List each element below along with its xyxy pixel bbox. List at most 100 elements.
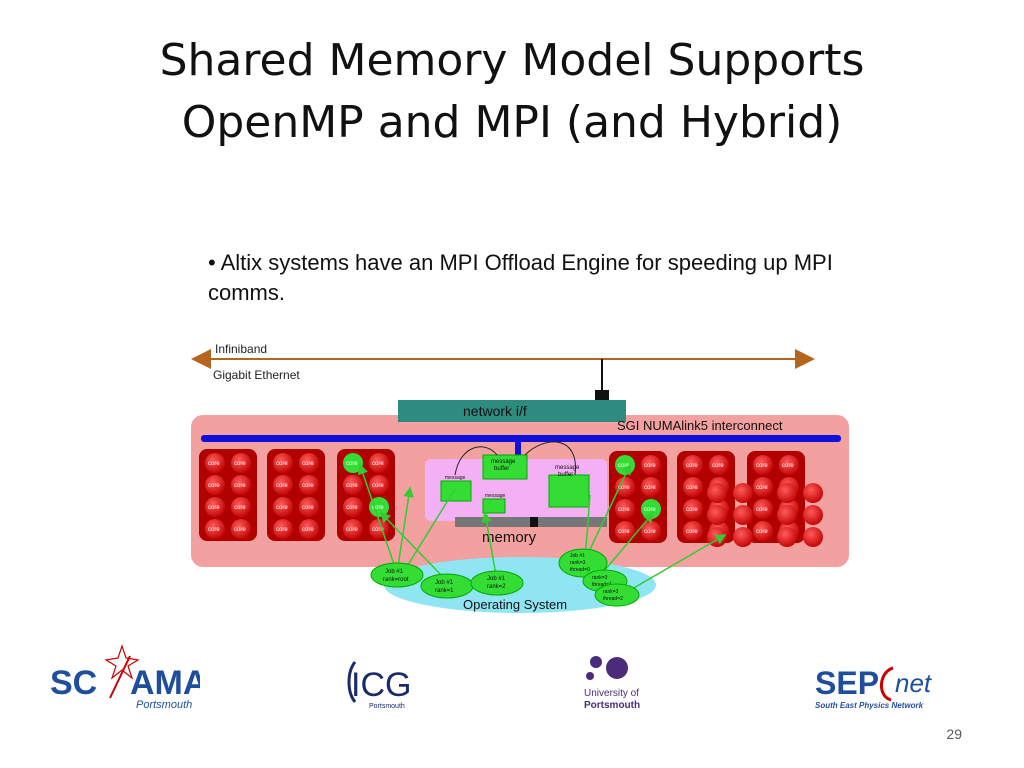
core-circle	[753, 455, 773, 475]
uop-logo: University of Portsmouth	[584, 656, 640, 711]
core-circle	[369, 475, 389, 495]
core-circle	[777, 527, 797, 547]
job-rank3-thread2: rank=3 thread=2	[594, 583, 640, 607]
core-circle	[707, 483, 727, 503]
core-label: core	[346, 483, 358, 489]
core-circle	[205, 453, 225, 473]
core-circle	[231, 475, 251, 495]
job-rank3-thread0: Job #1 rank=3 thread=0	[558, 548, 608, 578]
core-label: core	[302, 461, 314, 467]
svg-text:rank=1: rank=1	[435, 588, 454, 594]
core-label: core	[208, 527, 220, 533]
core-circle	[231, 453, 251, 473]
core-label: core	[302, 505, 314, 511]
core-circle	[803, 505, 823, 525]
core-circle	[273, 453, 293, 473]
message-buffer-top	[482, 454, 528, 480]
core-circle	[343, 497, 363, 517]
title-line-2: OpenMP and MPI (and Hybrid)	[181, 97, 843, 148]
core-label: core	[686, 485, 698, 491]
sciama-logo: SC AMA Portsmouth	[50, 644, 200, 711]
core-label: core	[372, 483, 384, 489]
svg-text:message: message	[491, 459, 516, 465]
core-circle	[803, 527, 823, 547]
message-buffer-left	[440, 480, 472, 502]
core-circle	[343, 519, 363, 539]
core-circle	[641, 455, 661, 475]
page-number: 29	[946, 726, 962, 742]
core-circle	[641, 521, 661, 541]
core-circle	[753, 477, 773, 497]
core-circle	[709, 455, 729, 475]
core-label: core	[346, 505, 358, 511]
core-label: core	[234, 527, 246, 533]
svg-text:rank=2: rank=2	[487, 584, 506, 590]
svg-text:Portsmouth: Portsmouth	[369, 703, 405, 710]
core-label: core	[234, 461, 246, 467]
network-if-box	[398, 400, 626, 422]
core-circle	[641, 477, 661, 497]
svg-text:message: message	[555, 465, 580, 471]
core-circle	[205, 475, 225, 495]
svg-text:message: message	[445, 475, 466, 481]
icg-logo: ICG Portsmouth	[347, 661, 411, 710]
core-label: core	[346, 461, 358, 467]
os-label: Operating System	[463, 597, 567, 612]
core-circle	[753, 521, 773, 541]
core-label: core	[208, 483, 220, 489]
core-circle	[683, 477, 703, 497]
svg-text:net: net	[895, 668, 933, 698]
core-label: core	[208, 461, 220, 467]
interconnect-label: SGI NUMAlink5 interconnect	[617, 418, 783, 433]
core-label: core	[208, 505, 220, 511]
core-label: core	[618, 507, 630, 513]
svg-text:rank=3: rank=3	[603, 589, 619, 595]
core-label: core	[644, 463, 656, 469]
core-circle	[299, 475, 319, 495]
core-label: core	[234, 483, 246, 489]
core-label: core	[712, 463, 724, 469]
core-circle	[205, 519, 225, 539]
core-label: core	[302, 483, 314, 489]
svg-text:Job #1: Job #1	[570, 553, 585, 559]
svg-text:SEP: SEP	[815, 665, 879, 701]
core-circle	[777, 505, 797, 525]
svg-text:message: message	[485, 493, 506, 499]
svg-text:thread=2: thread=2	[603, 596, 623, 602]
core-circle	[753, 499, 773, 519]
core-label: core	[782, 463, 794, 469]
core-circle	[231, 519, 251, 539]
core-label: core	[346, 527, 358, 533]
svg-text:Job #1: Job #1	[385, 569, 404, 575]
core-label: core	[618, 529, 630, 535]
core-label: core	[686, 507, 698, 513]
bullet-text: • Altix systems have an MPI Offload Engi…	[208, 250, 833, 305]
slide-title: Shared Memory Model Supports OpenMP and …	[0, 30, 1024, 154]
title-line-1: Shared Memory Model Supports	[159, 35, 865, 86]
core-label: core	[644, 529, 656, 535]
core-circle	[299, 497, 319, 517]
core-label: core	[372, 527, 384, 533]
numalink-bus	[201, 435, 841, 442]
core-circle	[299, 453, 319, 473]
core-label: core	[372, 505, 384, 511]
core-circle	[273, 497, 293, 517]
core-label: core	[756, 529, 768, 535]
svg-text:South East Physics Network: South East Physics Network	[815, 701, 924, 710]
core-circle	[733, 527, 753, 547]
svg-text:rank=3: rank=3	[570, 560, 586, 566]
core-circle	[683, 521, 703, 541]
svg-text:University of: University of	[584, 688, 639, 699]
core-circle	[273, 519, 293, 539]
core-label: core	[686, 463, 698, 469]
core-circle	[205, 497, 225, 517]
svg-text:rank=root: rank=root	[383, 577, 409, 583]
core-circle	[707, 505, 727, 525]
core-label: core	[756, 507, 768, 513]
core-circle	[779, 455, 799, 475]
core-circle	[777, 483, 797, 503]
svg-text:buffer: buffer	[494, 466, 509, 472]
message-buffer-small	[482, 498, 506, 514]
svg-text:Job #1: Job #1	[487, 576, 506, 582]
core-circle	[231, 497, 251, 517]
